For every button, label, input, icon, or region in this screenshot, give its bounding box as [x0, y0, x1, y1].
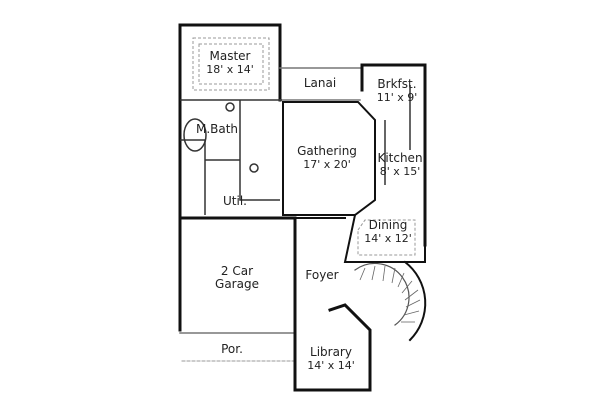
room-label-kitchen: Kitchen 8' x 15' — [377, 151, 423, 179]
room-name: Brkfst. — [377, 77, 417, 91]
room-label-master: Master 18' x 14' — [206, 49, 254, 77]
room-name: Kitchen — [377, 151, 423, 165]
room-label-gathering: Gathering 17' x 20' — [297, 144, 357, 172]
room-name: Lanai — [303, 76, 337, 90]
room-name: Foyer — [305, 268, 339, 282]
room-size: 14' x 14' — [307, 359, 355, 372]
room-label-foyer: Foyer — [305, 269, 338, 282]
room-name: Gathering — [297, 144, 357, 158]
room-label-mbath: M.Bath — [196, 123, 238, 136]
room-size: 18' x 14' — [206, 63, 254, 76]
room-name: Util. — [223, 194, 247, 208]
room-label-library: Library 14' x 14' — [307, 345, 355, 373]
room-name: M.Bath — [195, 122, 239, 136]
staircase-outer — [403, 260, 427, 342]
room-size: 14' x 12' — [364, 232, 412, 245]
room-label-porch: Por. — [221, 343, 243, 356]
room-label-brkfst: Brkfst. 11' x 9' — [376, 77, 418, 105]
room-name: Dining — [368, 218, 408, 232]
room-name: Master — [209, 49, 251, 63]
dining-walls — [343, 199, 426, 263]
room-size: 8' x 15' — [379, 165, 421, 178]
gathering-walls — [282, 101, 376, 216]
room-size: 17' x 20' — [303, 158, 351, 171]
room-name: 2 Car — [220, 264, 254, 278]
room-name: Library — [310, 345, 352, 359]
room-label-util: Util. — [223, 195, 247, 208]
room-label-lanai: Lanai — [304, 77, 336, 90]
room-name: Por. — [221, 342, 243, 356]
room-size: Garage — [215, 277, 259, 291]
kitchen-walls — [360, 63, 427, 247]
room-label-garage: 2 Car Garage — [215, 265, 259, 291]
room-label-dining: Dining 14' x 12' — [364, 218, 412, 246]
foyer-walls — [294, 217, 346, 331]
master-walls — [178, 23, 282, 102]
room-size: 11' x 9' — [376, 91, 418, 104]
library-walls — [293, 303, 372, 392]
